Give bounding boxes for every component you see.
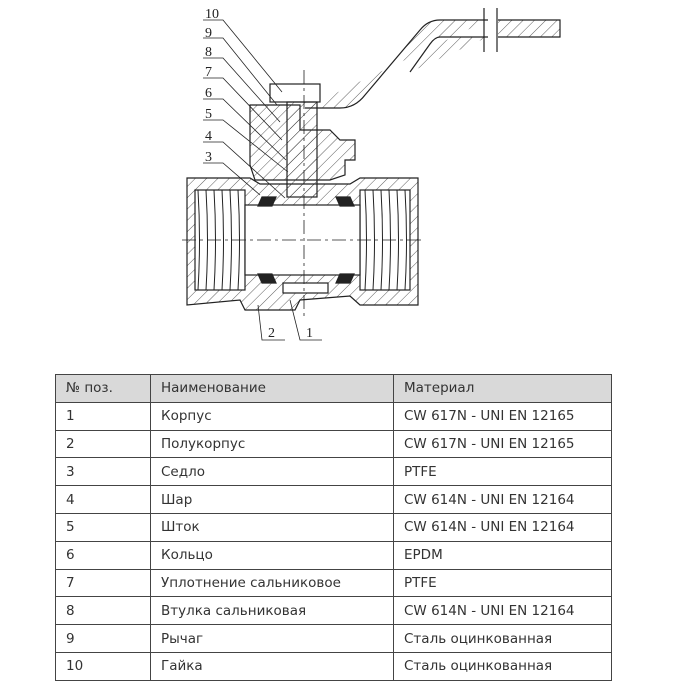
header-name: Наименование: [150, 374, 394, 403]
svg-text:6: 6: [205, 86, 212, 101]
cell-name: Рычаг: [150, 624, 394, 653]
cell-material: PTFE: [393, 457, 612, 487]
svg-text:4: 4: [205, 129, 212, 144]
cell-name: Корпус: [150, 401, 394, 431]
cell-position: 5: [55, 512, 151, 542]
ball-valve-section-drawing: 10 9 8 7 6 5 4 3 2 1: [182, 7, 561, 341]
cell-position: 1: [55, 401, 151, 431]
cell-position: 10: [55, 651, 151, 681]
svg-text:3: 3: [205, 150, 212, 165]
header-position: № поз.: [55, 374, 151, 403]
cell-name: Уплотнение сальниковое: [150, 568, 394, 598]
header-material: Материал: [393, 374, 612, 403]
cell-position: 6: [55, 540, 151, 570]
cell-name: Гайка: [150, 651, 394, 681]
cell-material: CW 614N - UNI EN 12164: [393, 596, 612, 626]
cell-material: CW 617N - UNI EN 12165: [393, 429, 612, 459]
cell-position: 8: [55, 596, 151, 626]
table-header-row: № поз. Наименование Материал: [55, 374, 612, 403]
svg-text:7: 7: [205, 65, 212, 80]
svg-text:8: 8: [205, 45, 212, 60]
svg-text:9: 9: [205, 26, 212, 41]
svg-text:1: 1: [306, 326, 313, 341]
cell-name: Втулка сальниковая: [150, 596, 394, 626]
cell-position: 4: [55, 485, 151, 514]
cell-position: 2: [55, 429, 151, 459]
cell-name: Кольцо: [150, 540, 394, 570]
cell-material: PTFE: [393, 568, 612, 598]
cell-position: 7: [55, 568, 151, 598]
svg-text:2: 2: [268, 326, 275, 341]
cell-material: CW 614N - UNI EN 12164: [393, 485, 612, 514]
cell-position: 3: [55, 457, 151, 487]
svg-text:10: 10: [205, 7, 219, 22]
cell-material: Сталь оцинкованная: [393, 651, 612, 681]
cell-material: CW 614N - UNI EN 12164: [393, 512, 612, 542]
stem: [286, 101, 318, 198]
cell-name: Полукорпус: [150, 429, 394, 459]
cell-material: Сталь оцинкованная: [393, 624, 612, 653]
cell-name: Шток: [150, 512, 394, 542]
cell-name: Седло: [150, 457, 394, 487]
handle-lever: [305, 19, 561, 109]
cell-material: CW 617N - UNI EN 12165: [393, 401, 612, 431]
svg-text:5: 5: [205, 107, 212, 122]
cell-material: EPDM: [393, 540, 612, 570]
cell-position: 9: [55, 624, 151, 653]
callout-labels: 10 9 8 7 6 5 4 3 2 1: [205, 7, 313, 341]
cell-name: Шар: [150, 485, 394, 514]
